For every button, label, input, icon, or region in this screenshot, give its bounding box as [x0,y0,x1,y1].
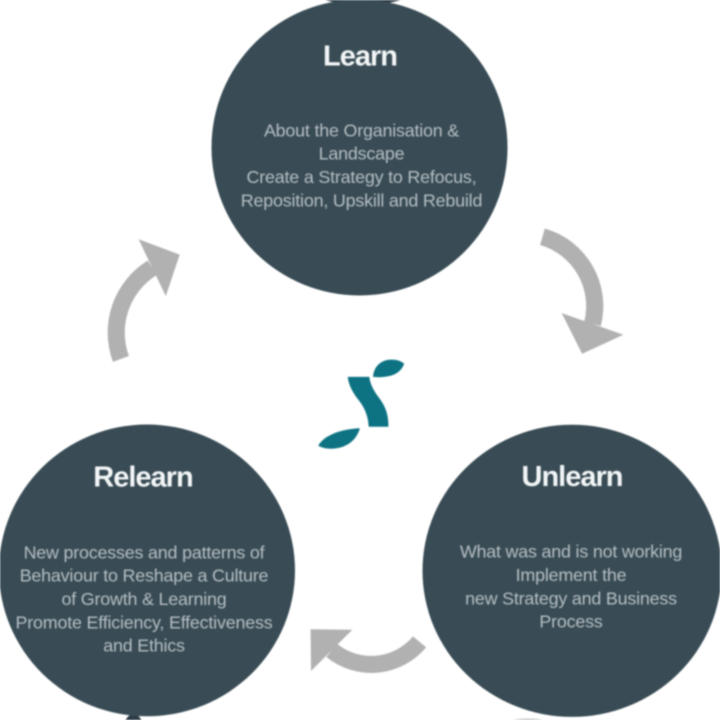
svg-text:and Ethics: and Ethics [103,636,185,656]
svg-text:of Growth & Learning: of Growth & Learning [61,589,226,609]
svg-text:About the Organisation &: About the Organisation & [264,120,459,140]
svg-text:Learn: Learn [323,41,397,73]
svg-text:Reposition, Upskill and Rebuil: Reposition, Upskill and Rebuild [241,190,482,210]
svg-text:Create a Strategy to Refocus,: Create a Strategy to Refocus, [247,167,477,187]
svg-text:Promote Efficiency, Effectiven: Promote Efficiency, Effectiveness [16,612,273,632]
svg-text:What was and is not working: What was and is not working [460,542,682,562]
svg-text:Relearn: Relearn [93,462,192,494]
svg-text:new Strategy and Business: new Strategy and Business [465,588,677,608]
svg-text:Process: Process [539,612,602,632]
svg-text:Landscape: Landscape [319,144,405,164]
svg-text:Unlearn: Unlearn [522,461,623,493]
svg-text:Implement the: Implement the [516,565,627,585]
svg-text:New processes and patterns of: New processes and patterns of [24,542,265,562]
svg-text:Behaviour to Reshape a Culture: Behaviour to Reshape a Culture [20,566,269,586]
